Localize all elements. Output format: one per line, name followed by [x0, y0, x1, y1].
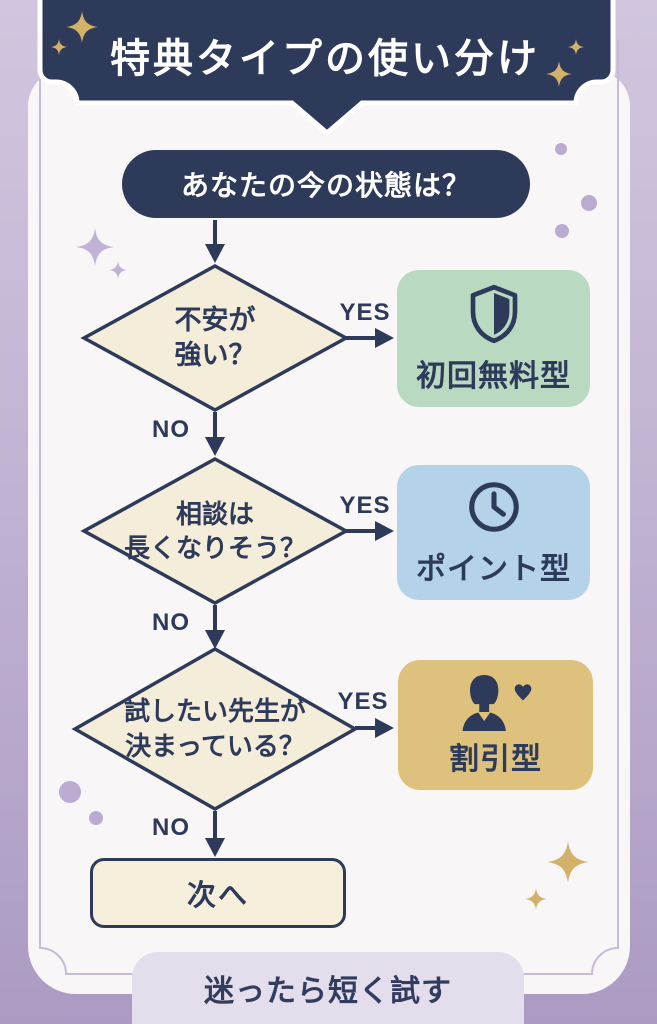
question-line: 不安が	[174, 305, 256, 335]
no-label-3: NO	[152, 814, 190, 841]
footer-tip: 迷ったら短く試す	[132, 952, 524, 1024]
question-line: 長くなりそう？	[123, 533, 306, 563]
clock-icon	[468, 482, 519, 532]
result-label: ポイント型	[416, 553, 571, 586]
yes-label-3: YES	[337, 688, 389, 715]
next-node: 次へ	[90, 858, 346, 928]
decision-question-1: 不安が 強い？	[115, 303, 315, 373]
result-label: 割引型	[449, 743, 542, 776]
question-line: 決まっている？	[125, 731, 305, 761]
result-card-first-free: 初回無料型	[397, 270, 590, 407]
result-label: 初回無料型	[416, 360, 571, 393]
start-node: あなたの今の状態は？	[122, 150, 530, 218]
page-title: 特典タイプの使い分け	[110, 36, 540, 81]
decision-question-2: 相談は 長くなりそう？	[115, 497, 315, 565]
question-line: 強い？	[174, 340, 256, 370]
yes-label-2: YES	[339, 492, 391, 519]
question-line: 試したい先生が	[123, 696, 306, 726]
yes-label-1: YES	[339, 299, 391, 326]
decision-question-3: 試したい先生が 決まっている？	[103, 694, 327, 764]
no-label-1: NO	[152, 416, 190, 443]
result-card-discount: 割引型	[398, 660, 593, 790]
question-line: 相談は	[175, 499, 254, 529]
no-label-2: NO	[152, 609, 190, 636]
result-card-point: ポイント型	[397, 465, 590, 600]
person-heart-icon	[462, 674, 531, 732]
shield-icon	[470, 284, 517, 344]
